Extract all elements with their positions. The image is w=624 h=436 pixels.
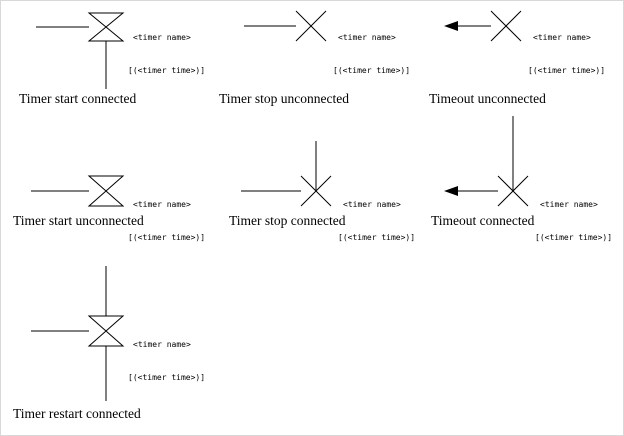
cross-icon	[497, 175, 529, 207]
timer-name-text: <timer name>	[338, 33, 396, 42]
timer-name-text: <timer name>	[133, 340, 191, 349]
timer-label: <timer name> [(<timer time>)]	[338, 177, 415, 265]
timer-label: <timer name> [(<timer time>)]	[535, 177, 612, 265]
timer-name-text: <timer name>	[343, 200, 401, 209]
figure-caption: Timeout unconnected	[429, 91, 546, 106]
timer-stop-unconnected-glyph	[244, 10, 327, 42]
timer-restart-connected-glyph	[31, 266, 125, 401]
timer-name-text: <timer name>	[133, 33, 191, 42]
arrow-left-icon	[444, 186, 458, 196]
timeout-unconnected-glyph	[444, 10, 522, 42]
timer-label: <timer name> [(<timer time>)]	[128, 177, 205, 265]
timer-name-text: <timer name>	[133, 200, 191, 209]
timer-name-text: <timer name>	[533, 33, 591, 42]
timer-name-text: <timer name>	[540, 200, 598, 209]
figure-caption: Timer restart connected	[13, 406, 141, 421]
timer-time-text: [(<timer time>)]	[535, 233, 613, 242]
hourglass-icon	[87, 175, 125, 207]
cross-icon	[490, 10, 522, 42]
timer-start-unconnected-glyph	[31, 175, 125, 207]
timer-time-text: [(<timer time>)]	[128, 233, 206, 242]
hourglass-icon	[87, 12, 125, 42]
timer-time-text: [(<timer time>)]	[128, 66, 206, 75]
timer-time-text: [(<timer time>)]	[128, 373, 206, 382]
timer-label: <timer name> [(<timer time>)]	[128, 317, 205, 405]
figure-caption: Timer start connected	[19, 91, 137, 106]
timer-label: <timer name> [(<timer time>)]	[333, 10, 410, 98]
timer-time-text: [(<timer time>)]	[333, 66, 411, 75]
figure-caption: Timer stop connected	[229, 213, 346, 228]
timeout-connected-glyph	[444, 116, 529, 207]
cross-icon	[300, 175, 332, 207]
figure-caption: Timer stop unconnected	[219, 91, 349, 106]
cross-icon	[295, 10, 327, 42]
figure-caption: Timeout connected	[431, 213, 535, 228]
timer-start-connected-glyph	[36, 12, 125, 89]
timer-stop-connected-glyph	[241, 141, 332, 207]
timer-time-text: [(<timer time>)]	[338, 233, 416, 242]
arrow-left-icon	[444, 21, 458, 31]
hourglass-icon	[87, 315, 125, 347]
timer-label: <timer name> [(<timer time>)]	[128, 10, 205, 98]
timer-label: <timer name> [(<timer time>)]	[528, 10, 605, 98]
timer-time-text: [(<timer time>)]	[528, 66, 606, 75]
figure-caption: Timer start unconnected	[13, 213, 144, 228]
